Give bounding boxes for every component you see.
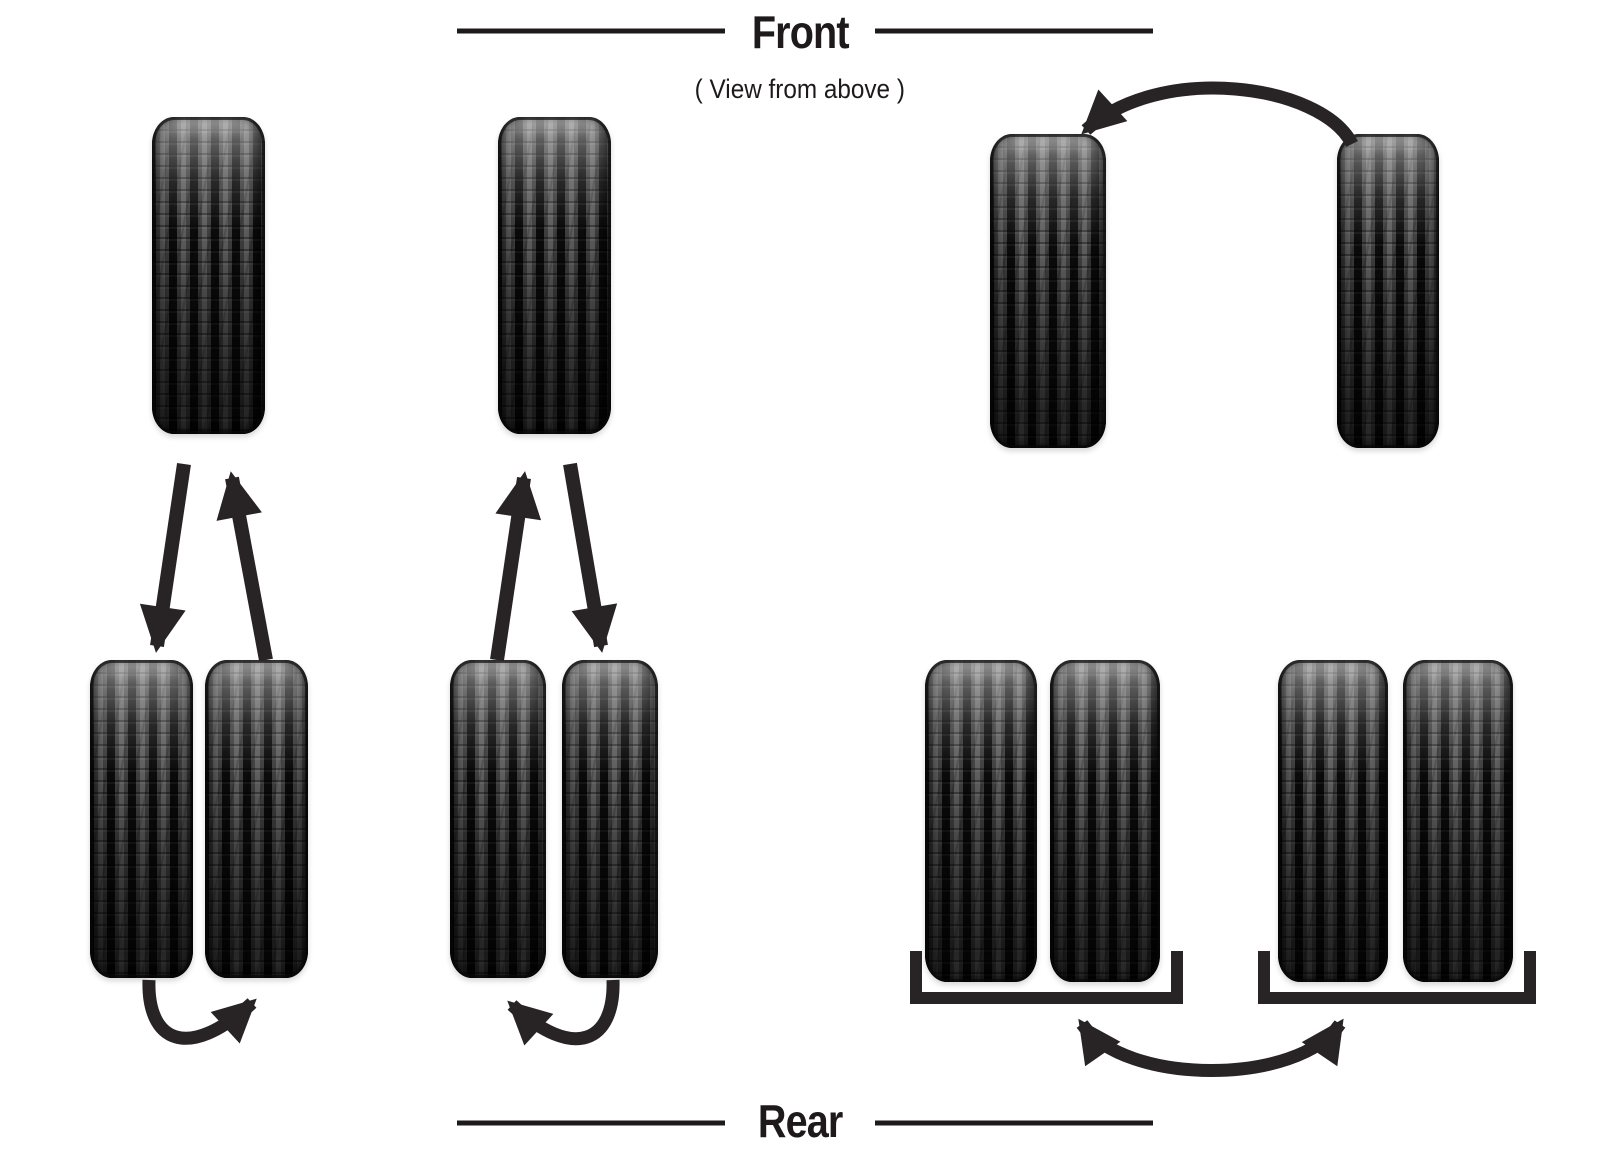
front-label-text: Front: [751, 6, 850, 58]
rear-dual-swap-curved-arrow-1: [142, 979, 257, 1045]
front-label: Front: [0, 9, 1600, 55]
rear-axle-pair-swap-double-arrow: [1076, 1018, 1346, 1077]
rear-to-front-up-arrow-2: [490, 471, 542, 662]
view-from-above-text: ( View from above ): [694, 74, 906, 104]
left-diagram-front-tire-2: [498, 117, 611, 434]
right-diagram-front-left-tire: [990, 134, 1106, 448]
rear-label-text: Rear: [757, 1095, 843, 1147]
left-diagram-rear-dual-1-outer-tire: [90, 660, 193, 978]
front-axle-swap-curved-arrow: [1081, 81, 1358, 148]
right-diagram-front-right-tire: [1337, 134, 1439, 448]
right-diagram-rear-right-dual-outer-tire: [1403, 660, 1513, 982]
left-diagram-rear-dual-2-outer-tire: [450, 660, 546, 978]
left-diagram-front-tire-1: [152, 117, 265, 434]
front-to-rear-down-arrow-1: [139, 462, 191, 653]
rear-dual-swap-curved-arrow-2: [507, 979, 620, 1046]
front-to-rear-down-arrow-2: [563, 462, 618, 653]
left-diagram-rear-dual-1-inner-tire: [205, 660, 308, 978]
right-diagram-rear-left-dual-outer-tire: [925, 660, 1037, 982]
rear-right-pair-bracket: [1258, 951, 1536, 1004]
view-from-above-label: ( View from above ): [0, 76, 1600, 103]
rear-label: Rear: [0, 1098, 1600, 1144]
right-diagram-rear-right-dual-inner-tire: [1278, 660, 1388, 982]
left-diagram-rear-dual-2-inner-tire: [562, 660, 658, 978]
rear-to-front-up-arrow-1: [216, 471, 273, 662]
right-diagram-rear-left-dual-inner-tire: [1050, 660, 1160, 982]
rear-left-pair-bracket: [910, 951, 1183, 1004]
